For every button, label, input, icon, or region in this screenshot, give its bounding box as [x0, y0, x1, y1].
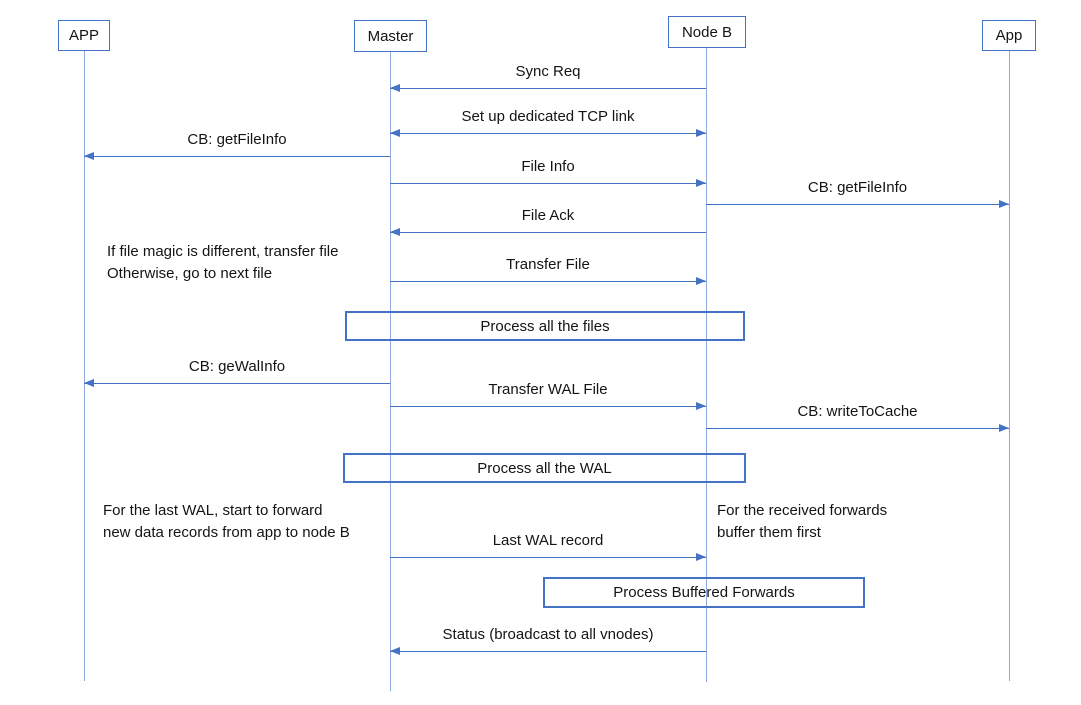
process-box-label: Process Buffered Forwards — [613, 584, 795, 601]
arrowhead-left-icon — [84, 152, 94, 161]
message-label-transfer-file: Transfer File — [506, 256, 590, 273]
arrowhead-right-icon — [696, 402, 706, 411]
process-box-process-all-the-wal: Process all the WAL — [343, 453, 746, 483]
arrowhead-left-icon — [390, 84, 400, 93]
arrowhead-right-icon — [999, 200, 1009, 209]
message-line-cb-getfileinfo — [84, 156, 390, 157]
arrowhead-right-icon — [696, 277, 706, 286]
message-line-file-info — [390, 183, 706, 184]
lifeline-app — [1009, 51, 1010, 681]
message-label-file-info: File Info — [521, 158, 575, 175]
participant-box-app: APP — [58, 20, 110, 51]
message-line-cb-getfileinfo — [706, 204, 1009, 205]
arrowhead-left-icon — [390, 647, 400, 656]
annotation-note-2: For the last WAL, start to forward new d… — [103, 502, 350, 541]
participant-label-app: APP — [68, 27, 99, 44]
message-label-file-ack: File Ack — [521, 207, 575, 224]
arrowhead-right-icon — [696, 179, 706, 188]
message-line-sync-req — [390, 88, 706, 89]
participant-label-node-b: Node B — [681, 23, 733, 41]
participant-box-master: Master — [354, 20, 427, 52]
message-label-cb-gewalinfo: CB: geWalInfo — [188, 358, 286, 375]
message-label-last-wal-record: Last WAL record — [492, 532, 604, 549]
annotation-note-3: For the received forwards buffer them fi… — [717, 502, 888, 541]
message-label-cb-getfileinfo: CB: getFileInfo — [807, 179, 908, 196]
arrowhead-right-icon — [999, 424, 1009, 433]
process-box-label: Process all the WAL — [477, 459, 612, 477]
process-box-label: Process all the files — [480, 317, 610, 335]
participant-box-app: App — [982, 20, 1036, 51]
arrowhead-left-icon — [390, 228, 400, 237]
message-line-set-up-dedicated-tcp-link — [390, 133, 706, 134]
lifeline-app — [84, 51, 85, 681]
participant-label-master: Master — [367, 27, 414, 45]
message-line-file-ack — [390, 232, 706, 233]
process-box-process-buffered-forwards: Process Buffered Forwards — [543, 577, 865, 608]
message-label-cb-getfileinfo: CB: getFileInfo — [187, 131, 287, 148]
arrowhead-left-icon — [390, 129, 400, 138]
process-box-process-all-the-files: Process all the files — [345, 311, 745, 341]
annotation-note-1: If file magic is different, transfer fil… — [107, 243, 339, 282]
message-line-last-wal-record — [390, 557, 706, 558]
message-line-transfer-file — [390, 281, 706, 282]
participant-label-app: App — [995, 27, 1023, 44]
message-line-cb-gewalinfo — [84, 383, 390, 384]
message-label-status-broadcast-to-all-vnodes: Status (broadcast to all vnodes) — [442, 626, 654, 643]
message-label-set-up-dedicated-tcp-link: Set up dedicated TCP link — [461, 108, 635, 125]
message-label-cb-writetocache: CB: writeToCache — [797, 403, 918, 420]
message-label-sync-req: Sync Req — [515, 63, 581, 80]
lifeline-master — [390, 52, 391, 691]
arrowhead-right-icon — [696, 553, 706, 562]
message-line-cb-writetocache — [706, 428, 1009, 429]
arrowhead-left-icon — [84, 379, 94, 388]
lifeline-node-b — [706, 48, 707, 682]
message-line-status-broadcast-to-all-vnodes — [390, 651, 706, 652]
arrowhead-right-icon — [696, 129, 706, 138]
participant-box-node-b: Node B — [668, 16, 746, 48]
message-label-transfer-wal-file: Transfer WAL File — [488, 381, 608, 398]
message-line-transfer-wal-file — [390, 406, 706, 407]
